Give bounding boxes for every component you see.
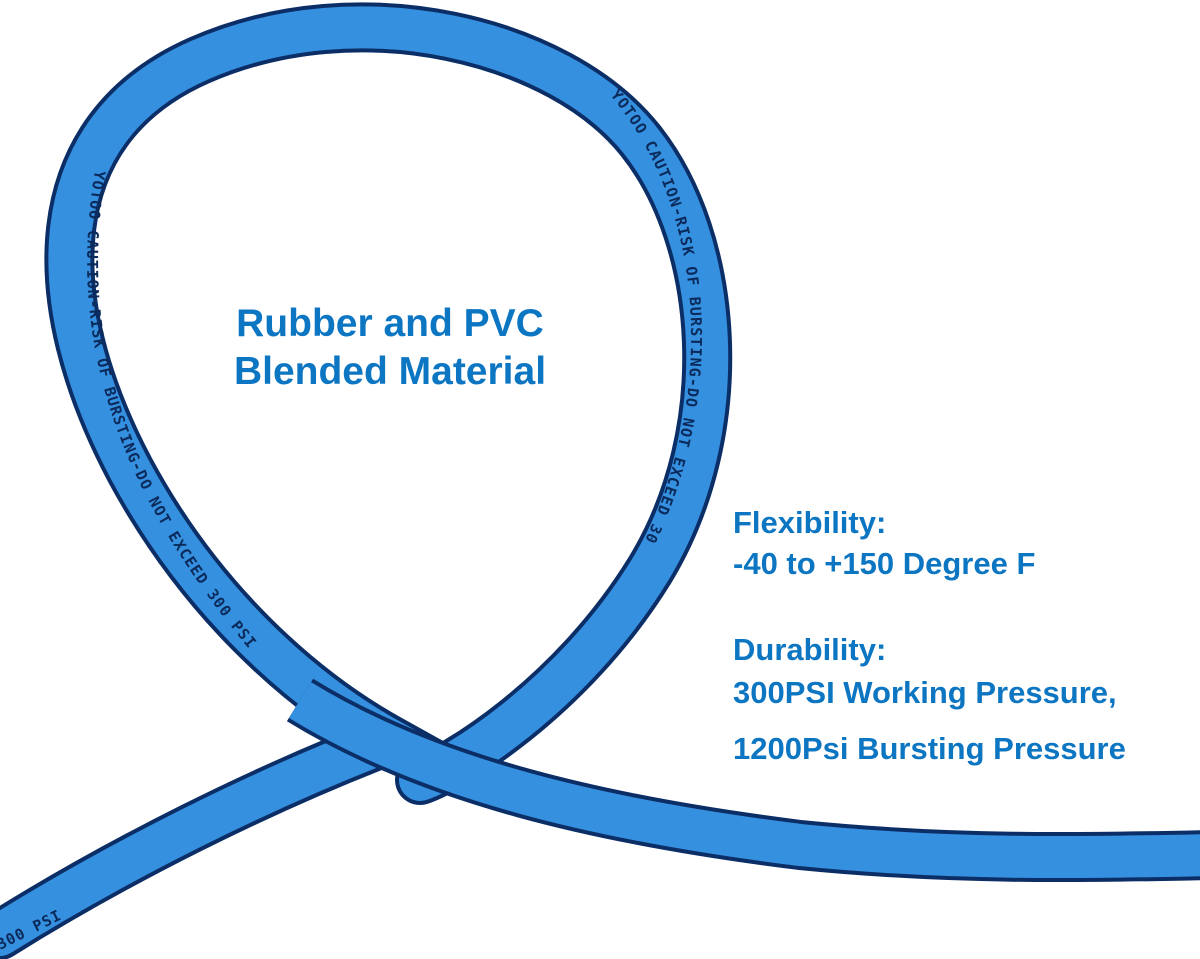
- material-headline: Rubber and PVC Blended Material: [160, 300, 620, 396]
- flexibility-label: Flexibility:: [733, 505, 887, 540]
- durability-label: Durability:: [733, 632, 887, 667]
- durability-value-working: 300PSI Working Pressure,: [733, 675, 1117, 710]
- headline-line-1: Rubber and PVC: [236, 302, 544, 345]
- durability-value-bursting: 1200Psi Bursting Pressure: [733, 731, 1126, 766]
- headline-line-2: Blended Material: [233, 350, 547, 393]
- hose-leg-body: [289, 682, 1200, 879]
- flexibility-value: -40 to +150 Degree F: [733, 546, 1036, 581]
